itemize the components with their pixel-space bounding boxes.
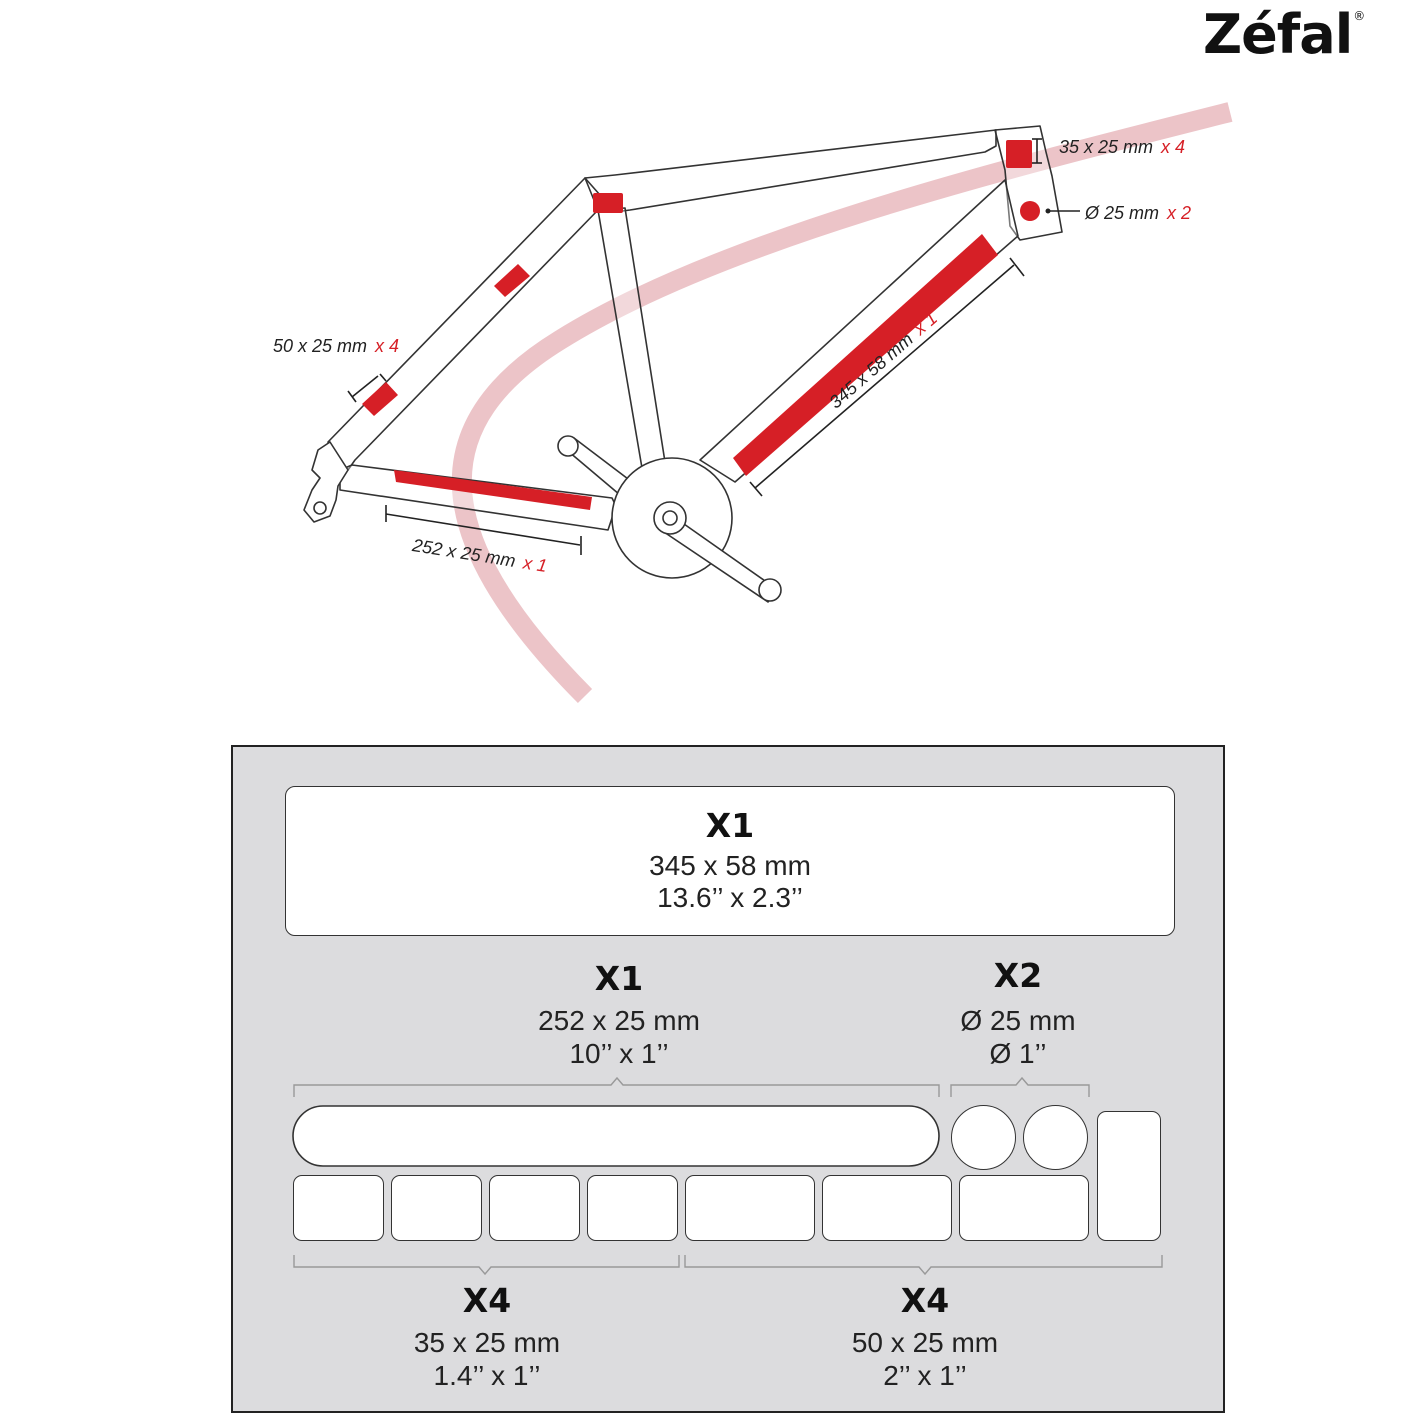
- small-count: X4: [462, 1281, 512, 1320]
- medium-imperial: 2’’ x 1’’: [883, 1360, 967, 1391]
- circles-count: X2: [993, 956, 1043, 995]
- long-metric: 252 x 25 mm: [538, 1005, 700, 1036]
- sticker-chain-stay: [394, 470, 592, 510]
- large-count: X1: [705, 806, 755, 845]
- sticker-small-2: [391, 1175, 482, 1241]
- seat-tube: [597, 207, 666, 469]
- long-imperial: 10’’ x 1’’: [569, 1038, 669, 1069]
- sticker-long-strip: [292, 1105, 940, 1167]
- sticker-circle-1: [951, 1105, 1016, 1170]
- long-count: X1: [594, 959, 644, 998]
- sticker-medium-3: [959, 1175, 1089, 1241]
- brand-name: Zéfal: [1203, 3, 1353, 66]
- circles-imperial: Ø 1’’: [989, 1038, 1047, 1069]
- down-tube: [699, 179, 1019, 483]
- bracket-lines: [293, 1076, 1163, 1276]
- zefal-logo: Zéfal ®: [1203, 8, 1365, 62]
- sticker-medium-1: [685, 1175, 815, 1241]
- bike-frame-diagram: [303, 102, 1233, 704]
- registered-mark: ®: [1353, 9, 1365, 23]
- small-metric: 35 x 25 mm: [413, 1327, 561, 1358]
- sticker-circle-2: [1023, 1105, 1088, 1170]
- large-imperial: 13.6’’ x 2.3’’: [657, 882, 803, 913]
- sticker-large-strip: [285, 786, 1175, 936]
- large-metric: 345 x 58 mm: [649, 850, 811, 881]
- medium-metric: 50 x 25 mm: [851, 1327, 999, 1358]
- sticker-seat-stay-upper: [494, 264, 530, 297]
- sticker-small-4: [587, 1175, 678, 1241]
- sticker-seat-stay-lower: [362, 382, 398, 416]
- medium-count: X4: [900, 1281, 950, 1320]
- rear-dropout: [303, 441, 349, 523]
- sticker-medium-vertical: [1097, 1111, 1161, 1241]
- axle-hole: [313, 501, 327, 515]
- sticker-top-tube: [593, 193, 623, 213]
- sticker-head-rect: [1006, 140, 1032, 168]
- circles-metric: Ø 25 mm: [960, 1005, 1076, 1036]
- sticker-down-tube: [733, 234, 998, 476]
- sticker-head-dot: [1020, 201, 1040, 221]
- sticker-small-3: [489, 1175, 580, 1241]
- sticker-medium-2: [822, 1175, 952, 1241]
- sticker-sheet-panel: X1 345 x 58 mm 13.6’’ x 2.3’’ X1 252 x 2…: [231, 745, 1225, 1413]
- sticker-small-1: [293, 1175, 384, 1241]
- seat-stay: [327, 177, 599, 471]
- small-imperial: 1.4’’ x 1’’: [433, 1360, 541, 1391]
